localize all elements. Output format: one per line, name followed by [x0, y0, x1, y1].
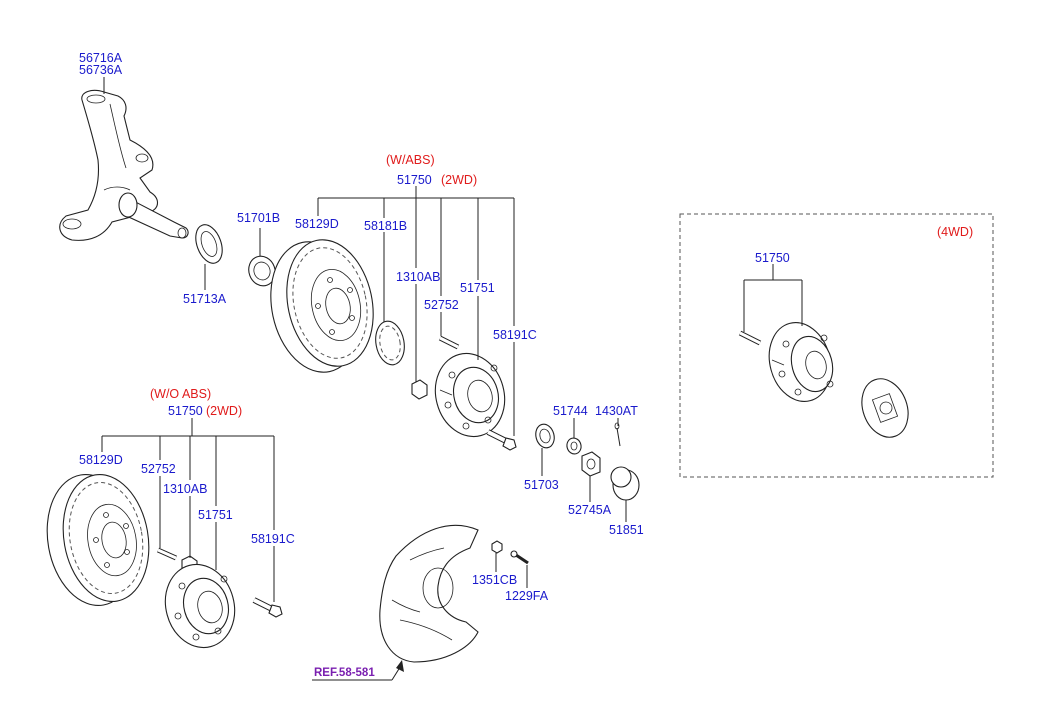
oil-seal-51713A — [195, 224, 223, 290]
label-51751-noabs[interactable]: 51751 — [198, 508, 233, 522]
hub-cap-51851 — [610, 466, 640, 501]
label-58191C-abs[interactable]: 58191C — [493, 328, 537, 342]
bearing-51703 — [535, 423, 555, 449]
label-51750-noabs[interactable]: 51750 — [168, 404, 203, 418]
nut-1310AB-abs — [411, 379, 428, 400]
label-51701B[interactable]: 51701B — [237, 211, 280, 225]
label-51751-abs[interactable]: 51751 — [460, 281, 495, 295]
label-56736A[interactable]: 56736A — [79, 63, 123, 77]
label-51703[interactable]: 51703 — [524, 478, 559, 492]
stud-58191C-abs — [486, 429, 517, 451]
split-pin-1430AT — [614, 422, 621, 447]
brake-disc-noabs — [46, 474, 150, 606]
label-wo-abs-variant: (W/O ABS) — [150, 387, 211, 401]
nut-1351CB — [491, 540, 503, 554]
label-58129D-abs[interactable]: 58129D — [295, 217, 339, 231]
label-2wd-abs: (2WD) — [441, 173, 477, 187]
label-ref-58-581[interactable]: REF.58-581 — [314, 667, 375, 679]
label-58191C-noabs[interactable]: 58191C — [251, 532, 295, 546]
label-1430AT[interactable]: 1430AT — [595, 404, 638, 418]
label-51744[interactable]: 51744 — [553, 404, 588, 418]
hub-51751-noabs — [164, 563, 236, 649]
washer-51744 — [566, 437, 582, 455]
label-58181B[interactable]: 58181B — [364, 219, 407, 233]
bearing-51701B — [248, 228, 276, 287]
label-1310AB-abs[interactable]: 1310AB — [396, 270, 440, 284]
label-1351CB[interactable]: 1351CB — [472, 573, 517, 587]
label-56716A[interactable]: 56716A — [79, 51, 123, 65]
lock-nut-52745A — [581, 451, 601, 477]
label-1229FA[interactable]: 1229FA — [505, 589, 549, 603]
dust-cover — [379, 524, 479, 663]
4wd-variant-box — [679, 213, 994, 478]
tone-ring-58181B — [375, 320, 405, 366]
label-52752-abs[interactable]: 52752 — [424, 298, 459, 312]
screw-1229FA — [510, 550, 529, 565]
steering-knuckle — [59, 89, 189, 241]
label-2wd-noabs: (2WD) — [206, 404, 242, 418]
label-58129D-noabs[interactable]: 58129D — [79, 453, 123, 467]
brake-disc-abs — [270, 239, 374, 373]
label-1310AB-noabs[interactable]: 1310AB — [163, 482, 207, 496]
bolt-52752-noabs — [156, 547, 178, 561]
label-51750-4wd[interactable]: 51750 — [755, 251, 790, 265]
label-4wd-variant: (4WD) — [937, 225, 973, 239]
label-52745A[interactable]: 52745A — [568, 503, 612, 517]
label-wabs-variant: (W/ABS) — [386, 153, 435, 167]
part-labels: 56716A 56736A 51701B 51713A (W/ABS) 5175… — [79, 51, 973, 679]
label-51750-abs[interactable]: 51750 — [397, 173, 432, 187]
hub-4wd — [768, 322, 834, 402]
bolt-52752-abs — [438, 335, 460, 350]
locking-hub-4wd — [861, 378, 909, 438]
label-51713A[interactable]: 51713A — [183, 292, 227, 306]
leader-lines — [101, 77, 803, 681]
hub-51751-abs — [434, 352, 506, 438]
bolt-4wd — [738, 330, 762, 346]
label-52752-noabs[interactable]: 52752 — [141, 462, 176, 476]
stud-58191C-noabs — [252, 597, 283, 618]
label-51851[interactable]: 51851 — [609, 523, 644, 537]
